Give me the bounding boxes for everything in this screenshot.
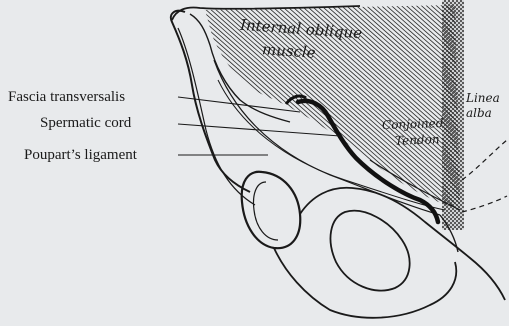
- label-conjoined-line2: Tendon: [395, 133, 440, 147]
- ischium-outline: [274, 248, 456, 318]
- ilium-body: [178, 28, 255, 205]
- label-internal-oblique-line2: muscle: [262, 42, 317, 61]
- label-linea-line2: alba: [466, 107, 492, 119]
- label-spermatic-cord: Spermatic cord: [40, 116, 131, 131]
- label-fascia-transversalis: Fascia transversalis: [8, 90, 125, 105]
- obturator-foramen: [330, 211, 409, 291]
- spermatic-cord-leader: [178, 124, 340, 136]
- acetabulum: [242, 172, 301, 248]
- label-linea-line1: Linea: [466, 92, 500, 104]
- rectus-dashed-outline: [462, 140, 507, 212]
- label-conjoined-line1: Conjoined: [382, 117, 444, 131]
- label-pouparts-ligament: Poupart’s ligament: [24, 148, 137, 163]
